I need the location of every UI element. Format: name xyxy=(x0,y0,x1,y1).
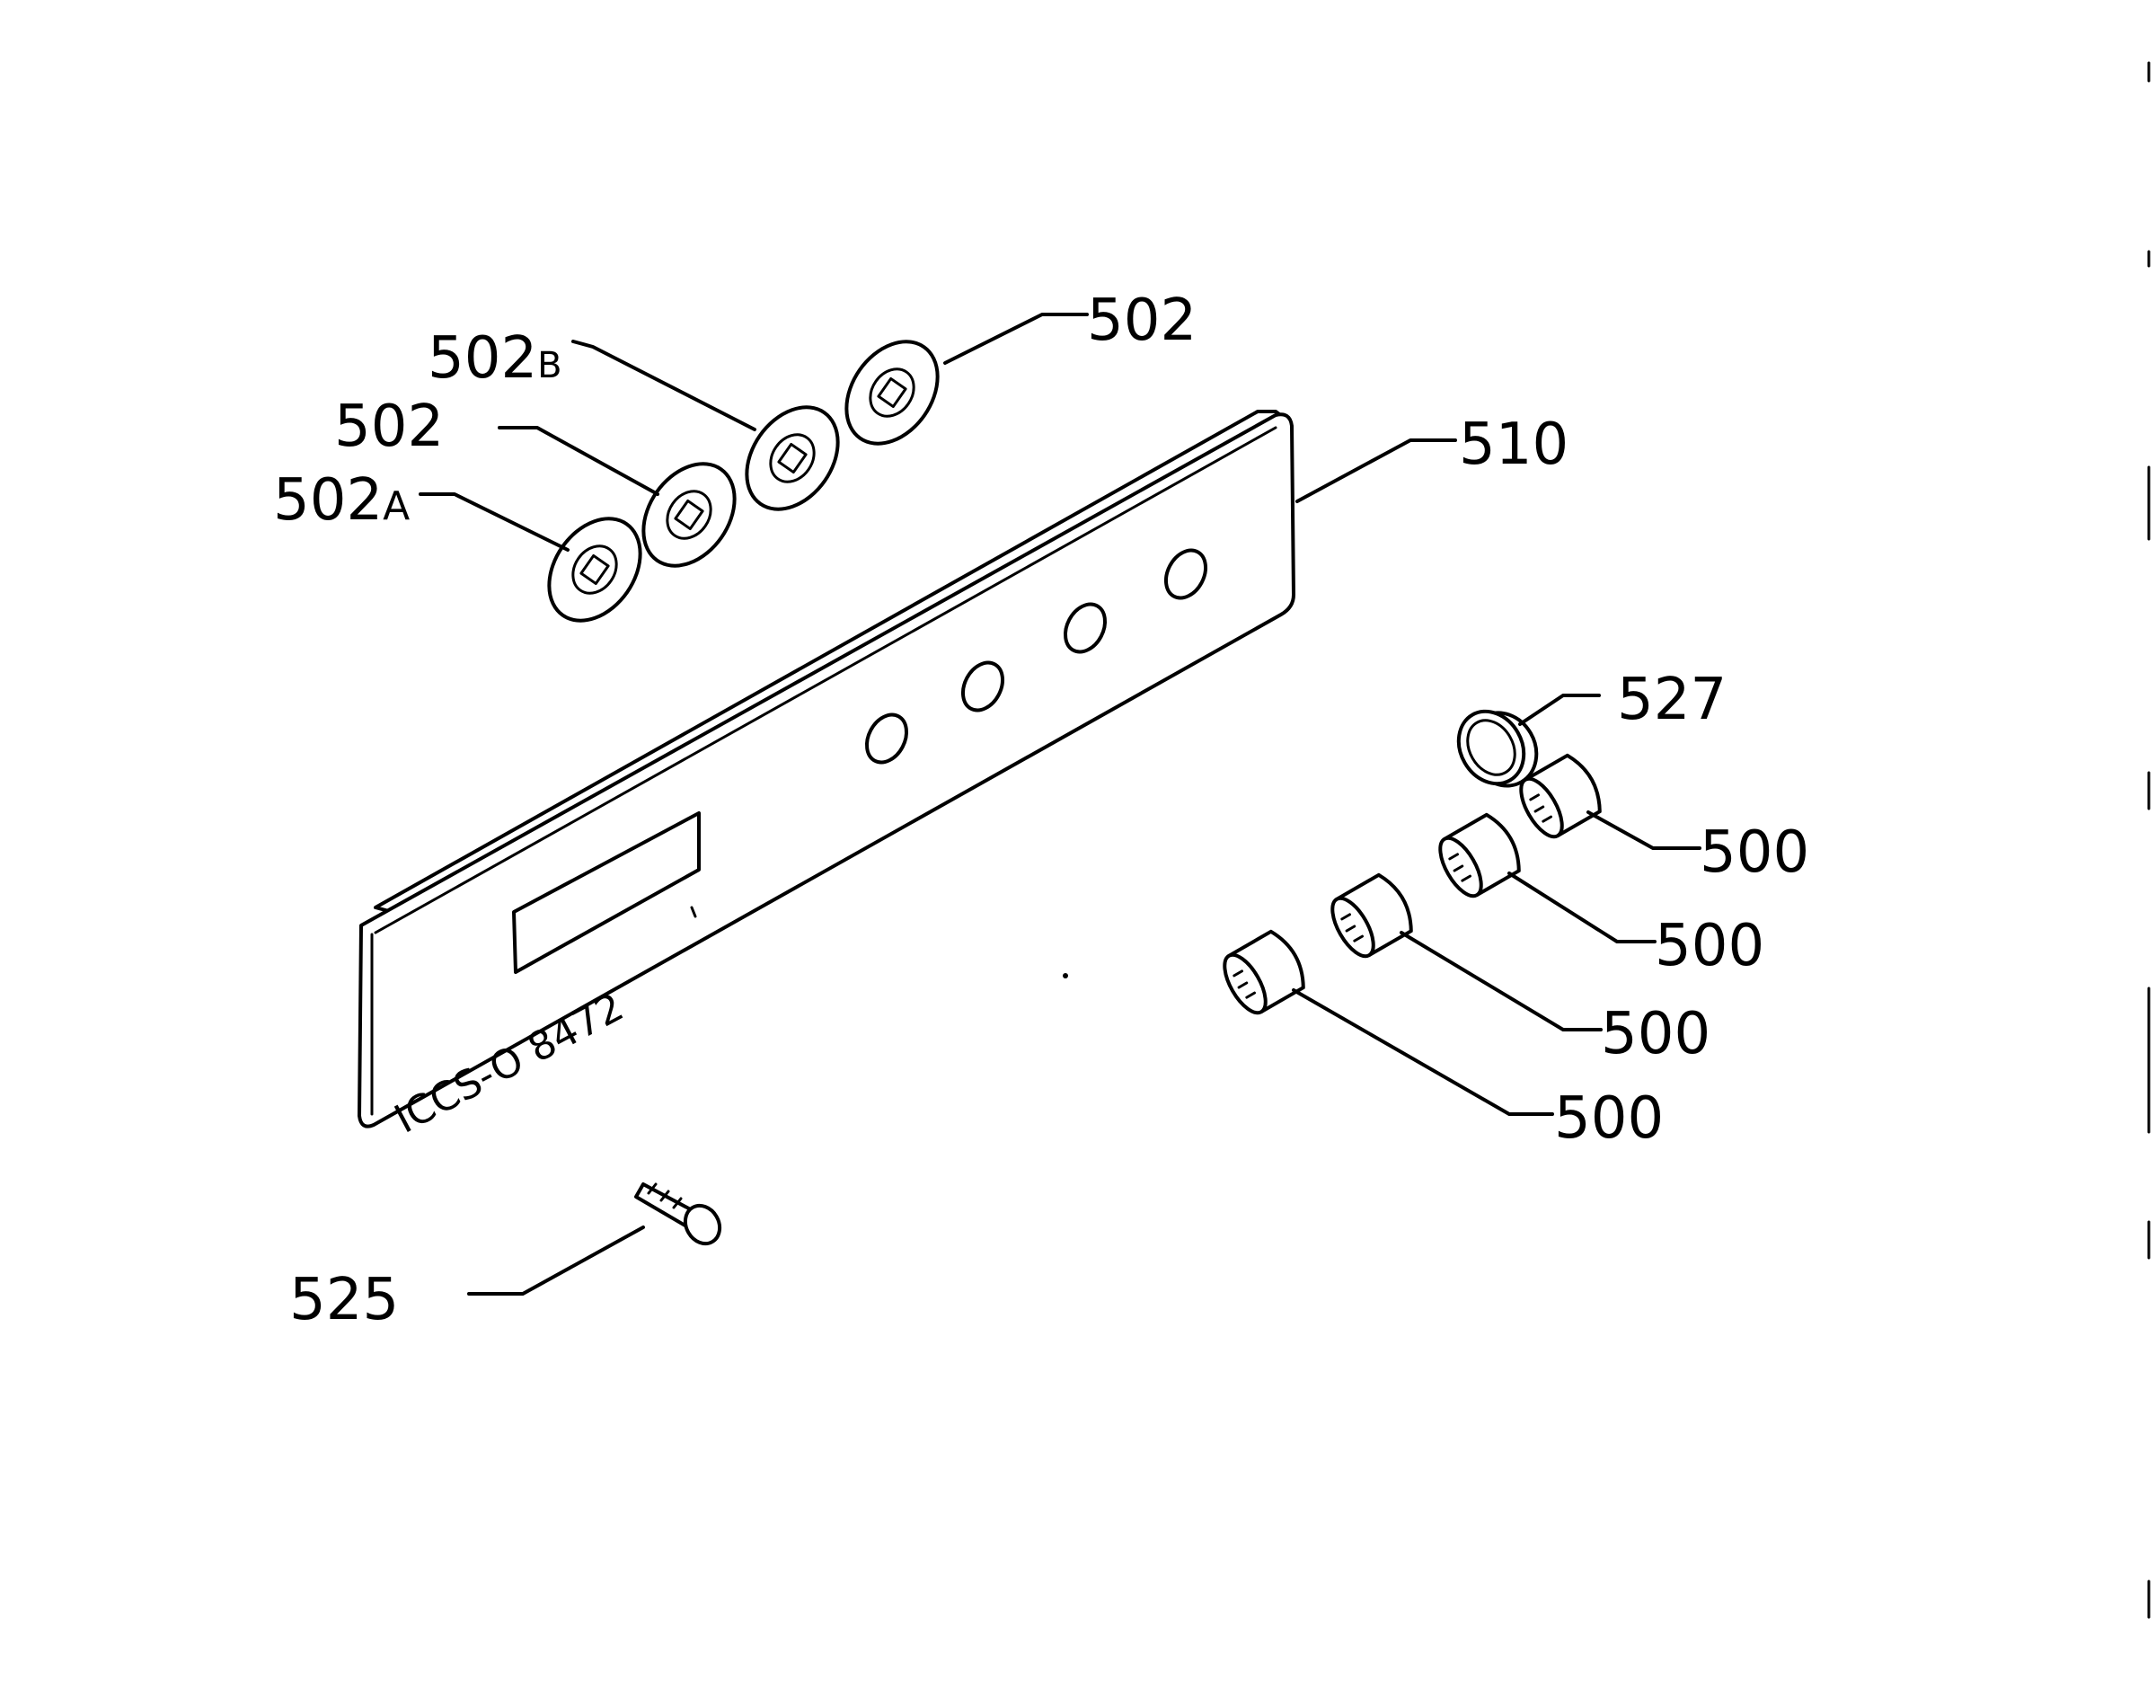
label-510: 510 xyxy=(1459,412,1568,478)
screw-icon xyxy=(634,1182,722,1246)
label-500-3: 500 xyxy=(1601,1001,1710,1067)
label-502-right: 502 xyxy=(1087,288,1197,354)
knob-3 xyxy=(1330,872,1413,959)
label-525: 525 xyxy=(289,1267,399,1333)
label-500-2: 500 xyxy=(1655,913,1764,979)
label-502-left: 502 xyxy=(334,394,444,460)
ring-bezel-icon xyxy=(547,517,642,623)
stray-dot xyxy=(1063,973,1068,978)
knob-2 xyxy=(1438,812,1521,898)
control-knob-icon xyxy=(1330,872,1413,959)
control-knob-icon xyxy=(1438,812,1521,898)
leader-lines xyxy=(419,313,1701,1296)
bezel-502-right xyxy=(844,340,940,446)
bezel-502a xyxy=(547,517,642,623)
ring-bezel-icon xyxy=(844,340,940,446)
bezel-502b xyxy=(745,405,840,511)
trim-ring-icon xyxy=(1456,709,1539,788)
label-500-4: 500 xyxy=(1554,1085,1664,1152)
label-500-1: 500 xyxy=(1700,819,1809,886)
control-knob-icon xyxy=(1223,929,1305,1015)
knob-1 xyxy=(1519,753,1602,839)
label-502a: 502A xyxy=(273,467,410,534)
label-502b: 502B xyxy=(428,325,562,392)
bezel-502-left xyxy=(641,462,737,568)
control-knob-icon xyxy=(1519,753,1602,839)
knob-4 xyxy=(1223,929,1305,1015)
ring-bezel-icon xyxy=(641,462,737,568)
label-527: 527 xyxy=(1617,667,1727,733)
control-panel-icon: ICCS-O 8472 xyxy=(358,410,1295,1143)
ring-bezel-icon xyxy=(745,405,840,511)
